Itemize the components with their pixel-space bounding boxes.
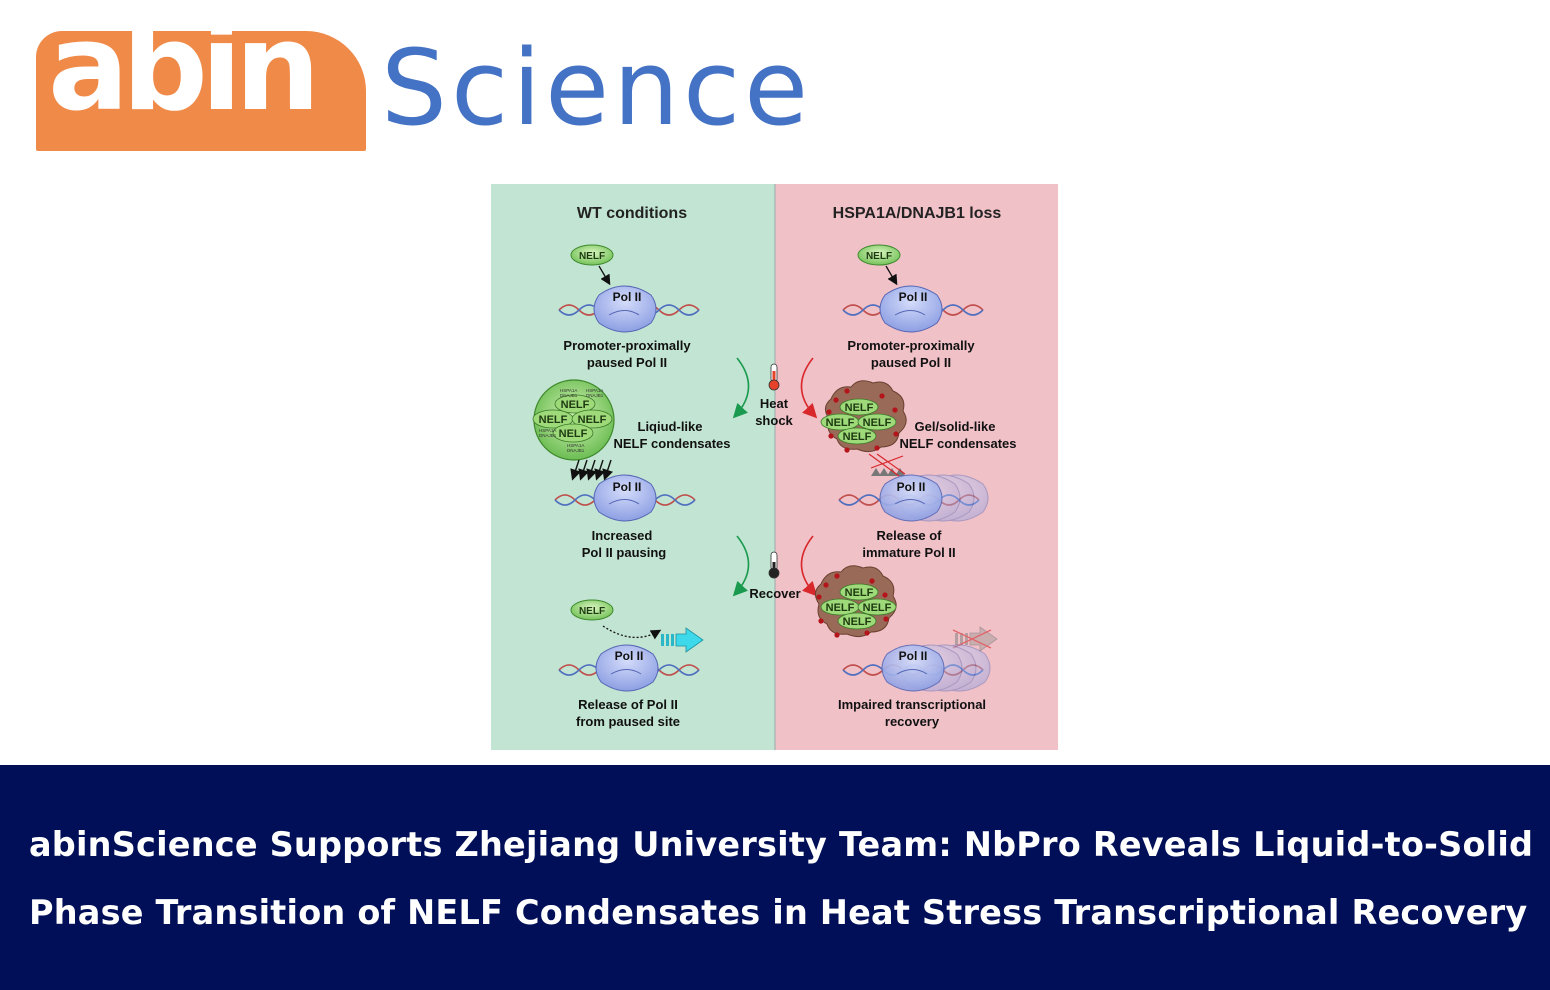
wt-step1-line2: paused Pol II xyxy=(587,355,667,370)
loss-step2-line2: immature Pol II xyxy=(862,545,955,560)
wt-step3-line2: from paused site xyxy=(576,714,680,729)
headline-line-1: abinScience Supports Zhejiang University… xyxy=(29,825,1534,864)
nelf-protein-wt3 xyxy=(570,599,614,621)
heat-arrow-wt xyxy=(732,357,750,419)
dnajb1-tag: DNAJB1 xyxy=(586,393,604,398)
recover-arrow-wt xyxy=(732,535,750,597)
pol-label-wt3: Pol II xyxy=(615,649,644,663)
nelf-label-wt3: NELF xyxy=(579,606,605,617)
pol-label-wt2: Pol II xyxy=(613,480,642,494)
nelf-in-gel: NELF xyxy=(826,602,855,614)
mechanism-figure: WT conditions HSPA1A/DNAJB1 loss NELF Po… xyxy=(491,184,1058,750)
loss-step2-line1: Release of xyxy=(876,528,942,543)
hspa1a-tag: HSPA1A xyxy=(539,428,556,433)
nelf-in-condensate: NELF xyxy=(539,414,568,426)
loss-step1-line1: Promoter-proximally xyxy=(847,338,975,353)
nelf-in-gel: NELF xyxy=(843,616,872,628)
thermometer-cool-icon xyxy=(768,551,780,579)
loss-step3-line2: recovery xyxy=(885,714,940,729)
loss-title: HSPA1A/DNAJB1 loss xyxy=(833,205,1002,222)
dnajb1-tag: DNAJB1 xyxy=(560,393,578,398)
logo-mark: abin xyxy=(36,31,366,151)
nelf-protein-loss1 xyxy=(857,244,901,266)
heat-arrow-loss xyxy=(800,357,818,419)
wt-title: WT conditions xyxy=(577,205,687,222)
heat-label-line2: shock xyxy=(755,413,793,428)
nelf-label-loss1: NELF xyxy=(866,251,892,262)
nelf-in-condensate: NELF xyxy=(578,414,607,426)
binding-arrows xyxy=(570,459,613,481)
headline-banner: abinScience Supports Zhejiang University… xyxy=(0,765,1550,990)
gel-nelf-condensate-2: NELF NELF NELF NELF xyxy=(815,565,897,638)
pol-label-wt1: Pol II xyxy=(613,290,642,304)
heat-label-line1: Heat xyxy=(760,396,789,411)
pol-label-loss1: Pol II xyxy=(899,290,928,304)
loss-step1-line2: paused Pol II xyxy=(871,355,951,370)
liquid-nelf-condensate: NELF NELF NELF NELF HSPA1A DNAJB1 HSPA1A… xyxy=(532,379,615,461)
dnajb1-tag: DNAJB1 xyxy=(539,433,557,438)
headline-line-2: Phase Transition of NELF Condensates in … xyxy=(29,893,1528,932)
loss-condensate-line1: Gel/solid-like xyxy=(915,419,996,434)
nelf-in-gel: NELF xyxy=(843,431,872,443)
nelf-in-gel: NELF xyxy=(845,587,874,599)
logo-wordmark: Science xyxy=(381,27,813,149)
pol-label-loss2: Pol II xyxy=(897,480,926,494)
wt-step2-line1: Increased xyxy=(592,528,653,543)
blocked-elongation-arrow xyxy=(952,626,998,652)
gel-nelf-condensate-1: NELF NELF NELF NELF xyxy=(820,380,907,453)
loss-condensate-line2: NELF condensates xyxy=(899,436,1016,451)
mechanism-diagram: WT conditions HSPA1A/DNAJB1 loss NELF Po… xyxy=(491,184,1058,750)
pol-label-loss3: Pol II xyxy=(899,649,928,663)
pol-ii-wt3 xyxy=(595,644,659,692)
nelf-in-condensate: NELF xyxy=(561,399,590,411)
pol-ii-loss1 xyxy=(879,285,943,333)
pol-ii-wt1 xyxy=(593,285,657,333)
hspa1a-tag: HSPA1A xyxy=(560,388,577,393)
logo-mark-text: abin xyxy=(48,31,320,138)
abinscience-logo: abin Science xyxy=(36,27,808,158)
dnajb1-tag: DNAJB1 xyxy=(567,448,585,453)
recover-arrow-loss xyxy=(800,535,818,597)
wt-condensate-line2: NELF condensates xyxy=(613,436,730,451)
wt-step3-line1: Release of Pol II xyxy=(578,697,678,712)
thermometer-hot-icon xyxy=(768,363,780,391)
nelf-label-wt1: NELF xyxy=(579,251,605,262)
pol-ii-loss3 xyxy=(881,644,945,692)
pol-ii-wt2 xyxy=(593,474,657,522)
hspa1a-tag: HSPA1A xyxy=(567,443,584,448)
wt-step1-line1: Promoter-proximally xyxy=(563,338,691,353)
nelf-protein-wt1 xyxy=(570,244,614,266)
nelf-in-gel: NELF xyxy=(863,602,892,614)
nelf-in-gel: NELF xyxy=(845,402,874,414)
hspa1a-tag: HSPA1A xyxy=(586,388,603,393)
elongation-arrow-wt xyxy=(661,627,704,653)
nelf-in-gel: NELF xyxy=(863,417,892,429)
blocked-binding-arrows xyxy=(868,453,906,477)
recover-label: Recover xyxy=(749,586,800,601)
wt-step2-line2: Pol II pausing xyxy=(582,545,667,560)
loss-step3-line1: Impaired transcriptional xyxy=(838,697,986,712)
nelf-in-gel: NELF xyxy=(826,417,855,429)
wt-condensate-line1: Liqiud-like xyxy=(638,419,703,434)
release-dotted-arrow xyxy=(602,625,662,640)
nelf-in-condensate: NELF xyxy=(559,428,588,440)
pol-ii-loss2 xyxy=(879,474,943,522)
